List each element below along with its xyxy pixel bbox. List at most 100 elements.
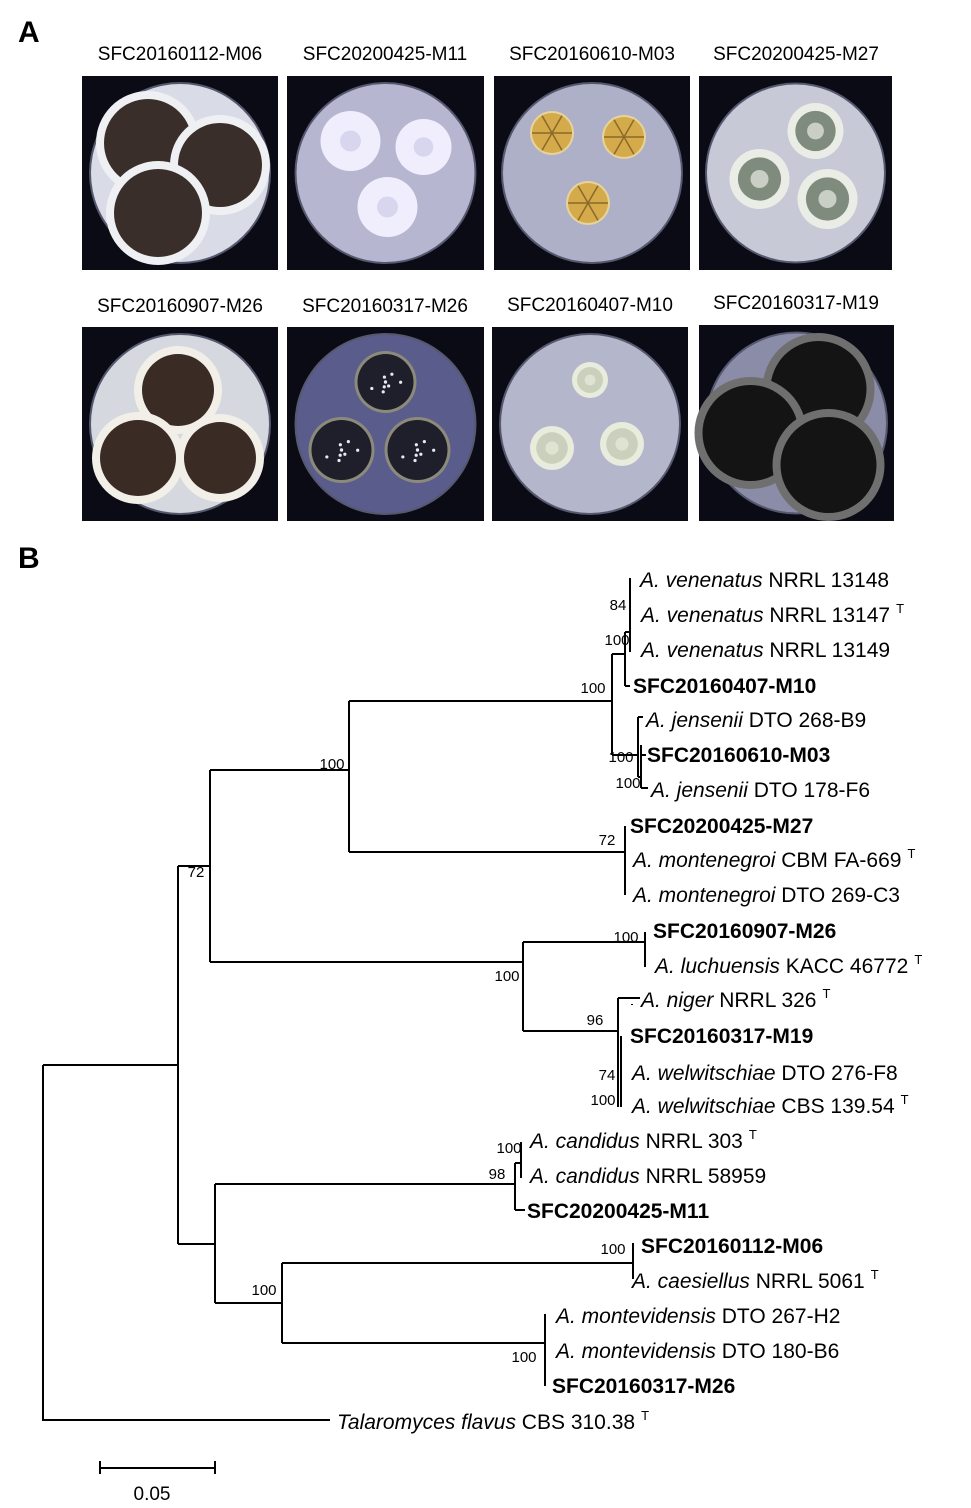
colony-speckle	[337, 458, 341, 463]
tree-tip-label: A. jensenii DTO 268-B9	[644, 709, 866, 732]
fungal-colony	[184, 422, 256, 494]
tree-branch	[42, 1065, 330, 1421]
panel-b-label: B	[18, 542, 40, 575]
bootstrap-value: 72	[599, 832, 616, 849]
tree-tip-label: A. venenatus NRRL 13149	[639, 639, 890, 662]
colony-center	[377, 196, 398, 218]
bootstrap-value: 100	[590, 1092, 615, 1109]
colony-speckle	[356, 448, 360, 452]
plate-label: SFC20160317-M19	[713, 293, 879, 314]
colony-center	[584, 374, 596, 386]
colony-speckle	[414, 453, 418, 457]
colony-speckle	[432, 448, 436, 452]
tree-branch	[209, 769, 523, 963]
colony-wrinkle	[541, 115, 553, 134]
tree-tip-label: SFC20160610-M03	[647, 744, 830, 767]
plate-label: SFC20200425-M27	[713, 44, 879, 65]
colony-wrinkle	[623, 136, 635, 155]
colony-wrinkle	[541, 132, 553, 151]
scale-bar-label: 0.05	[134, 1484, 171, 1505]
bootstrap-value: 100	[251, 1282, 276, 1299]
bootstrap-value: 100	[608, 749, 633, 766]
fungal-colony	[100, 420, 176, 496]
colony-wrinkle	[587, 202, 599, 221]
culture-plate	[492, 327, 688, 521]
tree-tip-label: SFC20200425-M11	[527, 1200, 709, 1223]
tree-branch	[617, 997, 640, 1107]
bootstrap-value: 100	[494, 968, 519, 985]
colony-speckle	[339, 448, 344, 452]
colony-speckle	[399, 380, 403, 384]
tree-tip-label: SFC20160317-M26	[552, 1375, 735, 1398]
colony-speckle	[413, 458, 417, 463]
colony-speckle	[370, 386, 374, 391]
colony-speckle	[382, 375, 387, 379]
petri-dish-agar	[501, 335, 679, 513]
colony-speckle	[325, 455, 329, 459]
petri-dish-agar	[503, 84, 681, 262]
bootstrap-value: 98	[489, 1166, 506, 1183]
tree-branches	[42, 578, 648, 1421]
tree-tip-labels: A. venenatus NRRL 13148 A. venenatus NRRL…	[337, 569, 922, 1434]
tree-tip-label: SFC20160317-M19	[630, 1025, 813, 1048]
colony-wrinkle	[613, 136, 625, 155]
tree-tip-label: A. montenegroi DTO 269-C3	[631, 884, 900, 907]
plate-label: SFC20160317-M26	[302, 296, 468, 317]
colony-center	[413, 137, 434, 157]
tree-tip-label: A. venenatus NRRL 13148	[638, 569, 889, 592]
plate-label: SFC20200425-M11	[303, 44, 467, 65]
colony-speckle	[415, 448, 420, 452]
culture-plate	[494, 76, 690, 270]
colony-speckle	[338, 453, 342, 457]
tree-tip-label: SFC20200425-M27	[630, 815, 813, 838]
colony-speckle	[414, 443, 418, 447]
colony-speckle	[346, 440, 350, 444]
colony-center	[818, 190, 837, 208]
tree-branch	[522, 941, 645, 1032]
colony-wrinkle	[551, 132, 563, 151]
tree-branch	[177, 865, 215, 1245]
culture-plate	[82, 327, 278, 521]
colony-speckle	[401, 455, 405, 459]
tree-support-values: 7210010010084100100721009674100100100981…	[188, 597, 641, 1366]
tree-branch	[348, 700, 625, 853]
panel-a-label: A	[18, 16, 40, 49]
colony-speckle	[422, 440, 426, 444]
colony-wrinkle	[577, 202, 589, 221]
tree-branch	[611, 653, 638, 756]
plate-label: SFC20160407-M10	[507, 295, 673, 316]
colony-speckle	[419, 452, 423, 456]
colony-wrinkle	[587, 185, 599, 204]
plate-label: SFC20160907-M26	[97, 296, 263, 317]
colony-wrinkle	[613, 119, 625, 138]
fungal-colony	[142, 354, 214, 426]
bootstrap-value: 74	[599, 1067, 616, 1084]
tree-tip-label: A. candidus NRRL 58959	[528, 1165, 766, 1188]
colony-speckle	[390, 372, 394, 376]
bootstrap-value: 100	[496, 1140, 521, 1157]
colony-center	[545, 441, 559, 455]
tree-tip-label: A. jensenii DTO 178-F6	[649, 779, 870, 802]
bootstrap-value: 96	[587, 1012, 604, 1029]
fungal-colony	[780, 417, 877, 513]
culture-plate	[287, 76, 484, 270]
colony-speckle	[338, 443, 342, 447]
bootstrap-value: 100	[604, 632, 629, 649]
bootstrap-value: 100	[600, 1241, 625, 1258]
tree-tip-label: A. montevidensis DTO 267-H2	[554, 1305, 840, 1328]
scale-bar-line	[99, 1461, 216, 1474]
colony-speckle	[343, 452, 347, 456]
scale-bar: 0.05	[99, 1461, 216, 1505]
tree-tip-label: SFC20160407-M10	[633, 675, 816, 698]
bootstrap-value: 100	[615, 775, 640, 792]
